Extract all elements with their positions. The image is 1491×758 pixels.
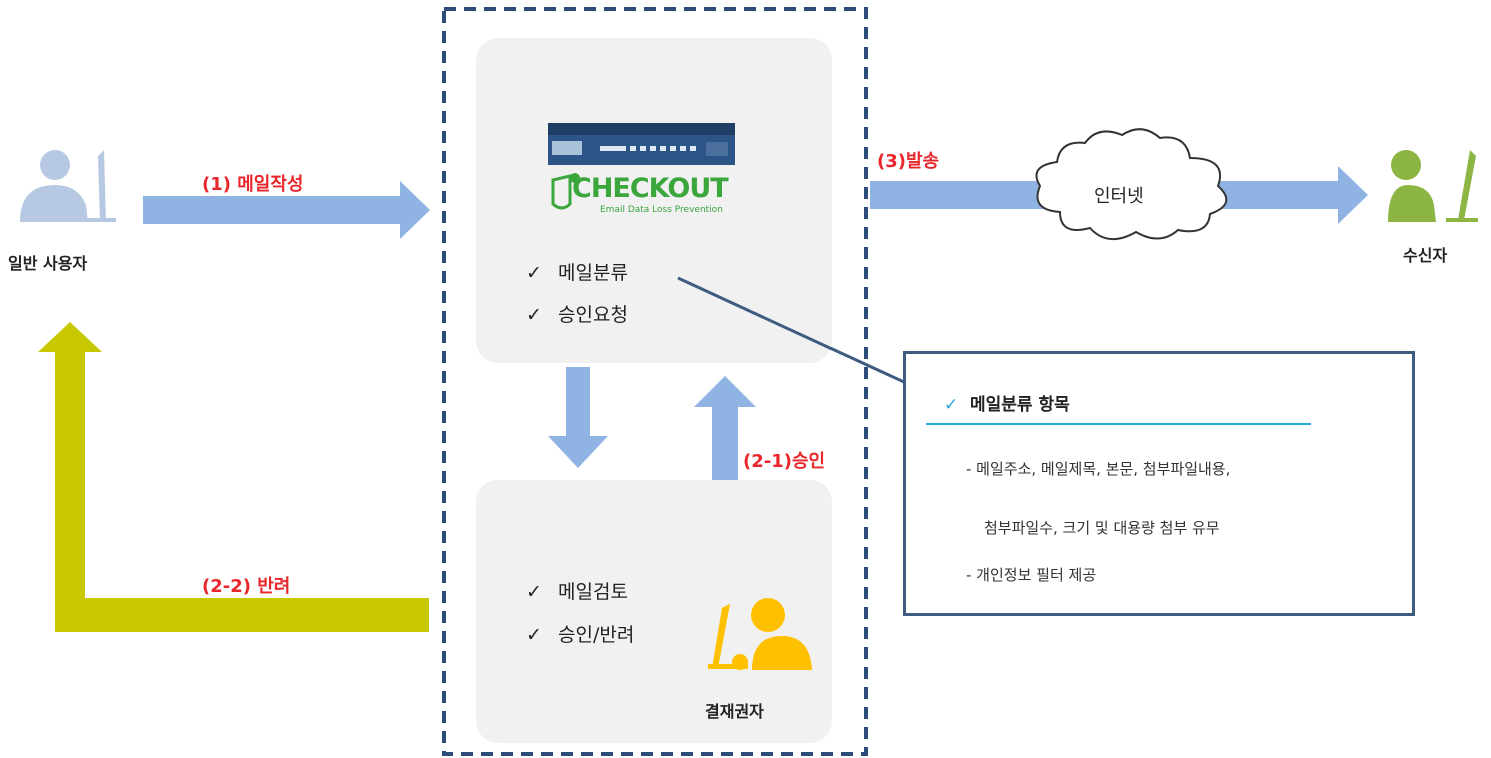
approver-task-label: 메일검토	[558, 581, 628, 603]
sender-label: 일반 사용자	[8, 254, 88, 273]
approver-task-review: ✓ 메일검토	[526, 577, 628, 604]
review-down-arrow	[548, 367, 608, 468]
receiver-user-icon	[1388, 150, 1478, 222]
system-task-classify: ✓ 메일분류	[526, 258, 628, 285]
system-task-label: 메일분류	[558, 262, 628, 284]
system-task-label: 승인요청	[558, 304, 628, 326]
system-boundary	[442, 7, 868, 756]
title-underline	[926, 423, 1311, 425]
approver-label: 결재권자	[705, 702, 764, 721]
sender-user-icon	[20, 150, 116, 222]
logo-shield-icon	[551, 173, 580, 210]
checkmark-icon: ✓	[526, 581, 542, 603]
checkmark-icon: ✓	[944, 395, 959, 415]
step-approve-label: (2-1)승인	[743, 451, 826, 472]
server-appliance-image	[548, 123, 735, 165]
product-logo-text: CHECKOUT	[572, 173, 729, 204]
step-reject-label: (2-2) 반려	[202, 576, 291, 597]
product-logo-tagline: Email Data Loss Prevention	[600, 205, 723, 215]
classification-connector-overlay	[677, 276, 833, 351]
approver-task-decide: ✓ 승인/반려	[526, 620, 634, 647]
system-task-request: ✓ 승인요청	[526, 300, 628, 327]
classification-title-text: 메일분류 항목	[970, 395, 1070, 415]
classification-line: - 메일주소, 메일제목, 본문, 첨부파일내용,	[966, 460, 1231, 478]
approver-task-label: 승인/반려	[558, 624, 635, 646]
classification-title: ✓ 메일분류 항목	[944, 390, 1070, 415]
reject-arrow	[38, 322, 429, 632]
approve-up-arrow	[694, 376, 756, 480]
checkmark-icon: ✓	[526, 262, 542, 284]
step-compose-label: (1) 메일작성	[202, 174, 304, 195]
system-panel	[476, 38, 832, 363]
receiver-label: 수신자	[1403, 246, 1448, 265]
classification-line: 첨부파일수, 크기 및 대용량 첨부 유무	[984, 519, 1220, 537]
compose-arrow	[143, 181, 430, 239]
checkmark-icon: ✓	[526, 624, 542, 646]
classification-line: - 개인정보 필터 제공	[966, 566, 1097, 584]
step-send-label: (3)발송	[877, 151, 940, 172]
internet-label: 인터넷	[1094, 186, 1144, 207]
approver-user-icon-overlay	[708, 598, 812, 670]
checkmark-icon: ✓	[526, 304, 542, 326]
classification-info-box: ✓ 메일분류 항목 - 메일주소, 메일제목, 본문, 첨부파일내용, 첨부파일수…	[903, 351, 1415, 616]
internet-cloud-icon	[1035, 128, 1228, 240]
